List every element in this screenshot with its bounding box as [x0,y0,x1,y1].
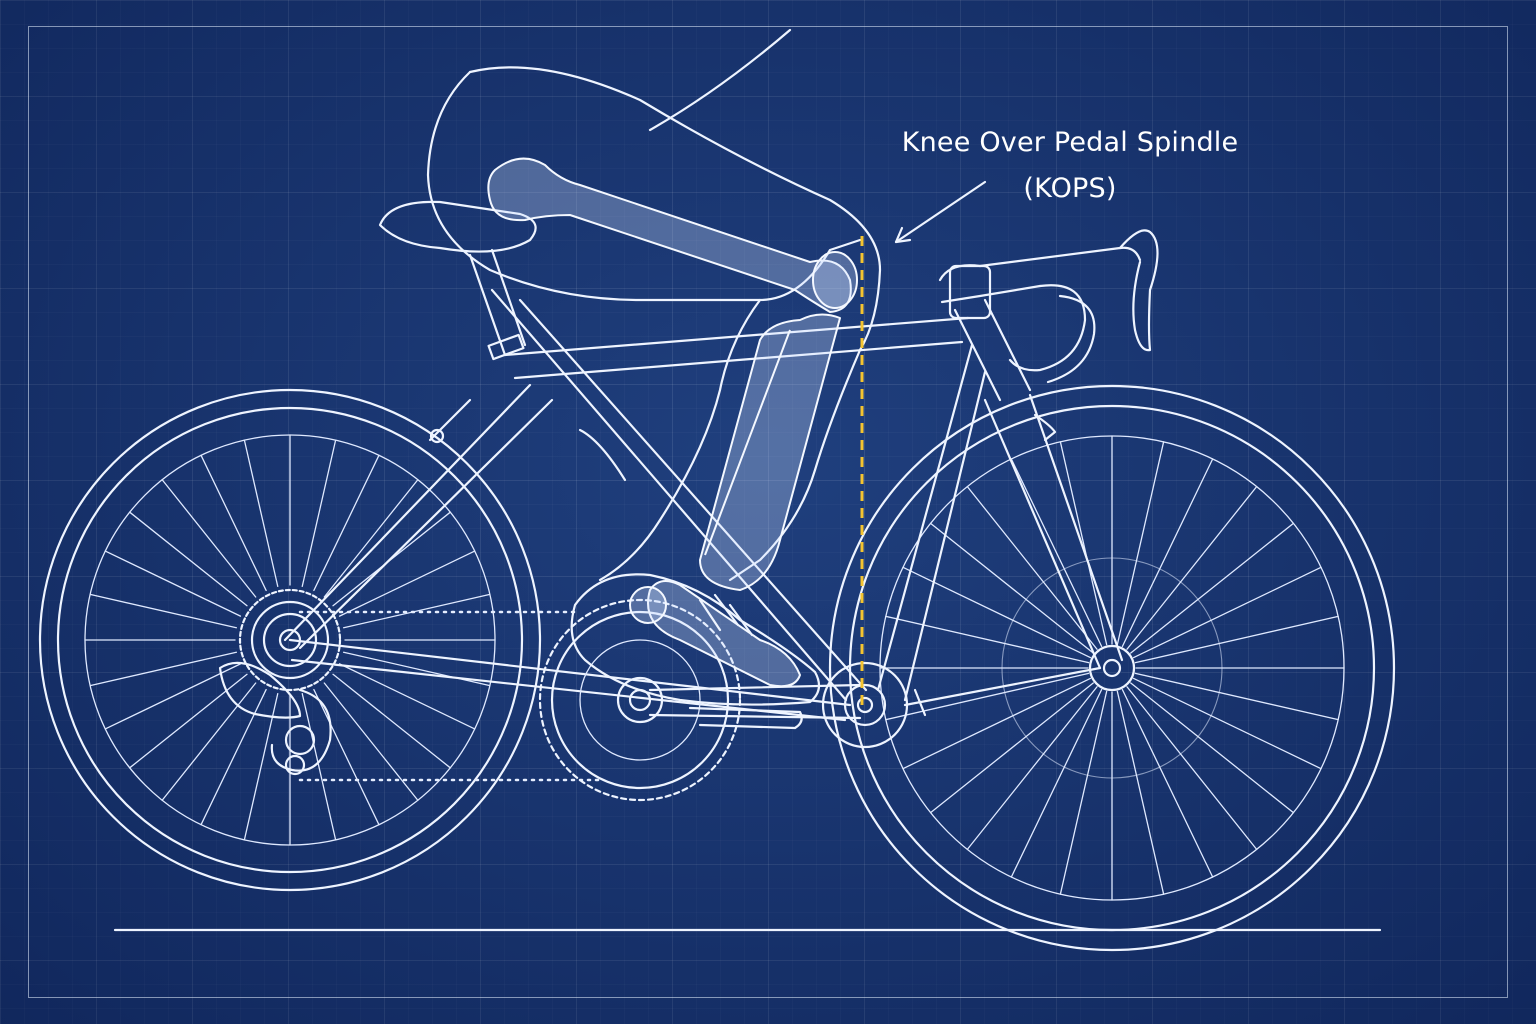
spoke [129,511,248,607]
spoke [1059,441,1108,646]
spoke [342,593,491,629]
spoke [161,682,257,801]
spoke [966,686,1098,851]
spoke [89,593,238,629]
spoke [885,615,1090,664]
leg-bones [487,157,858,688]
spoke [243,692,279,841]
spoke [338,550,476,617]
spoke [104,550,242,617]
spoke [1130,682,1295,814]
spoke [1126,485,1258,650]
spoke [1116,690,1165,895]
crank-arm [648,661,1102,749]
spoke [1121,458,1214,648]
spoke [323,682,419,801]
spoke [885,672,1090,721]
spoke [1134,672,1339,721]
spoke [1116,441,1165,646]
saddle [378,200,537,253]
spoke [929,682,1094,814]
spoke [301,439,337,588]
spoke [323,479,419,598]
spoke [313,454,380,592]
spoke [161,479,257,598]
kops-abbreviation: (KOPS) [1023,173,1117,204]
spoke [1126,686,1258,851]
rear-cassette [238,588,342,692]
spoke [342,651,491,687]
spoke [200,688,267,826]
spoke [1121,688,1214,878]
spoke [1059,690,1108,895]
kops-title: Knee Over Pedal Spindle [901,127,1239,158]
spoke [301,692,337,841]
spoke [1010,458,1103,648]
spoke [313,688,380,826]
spoke [1134,615,1339,664]
spoke [966,485,1098,650]
spoke [332,673,451,769]
cycling-shoe [570,573,821,730]
spoke [929,522,1094,654]
spoke [1132,677,1322,770]
front-wheel [828,384,1396,952]
spoke [1132,566,1322,659]
kops-arrow [894,180,987,244]
spoke [1010,688,1103,878]
spoke [89,651,238,687]
spoke [200,454,267,592]
spoke [902,677,1092,770]
spoke [1130,522,1295,654]
spoke [104,663,242,730]
rear-derailleur [218,661,332,776]
handlebar [938,229,1159,442]
spoke [243,439,279,588]
spoke [129,673,248,769]
spoke [338,663,476,730]
rider-leg [426,28,882,582]
